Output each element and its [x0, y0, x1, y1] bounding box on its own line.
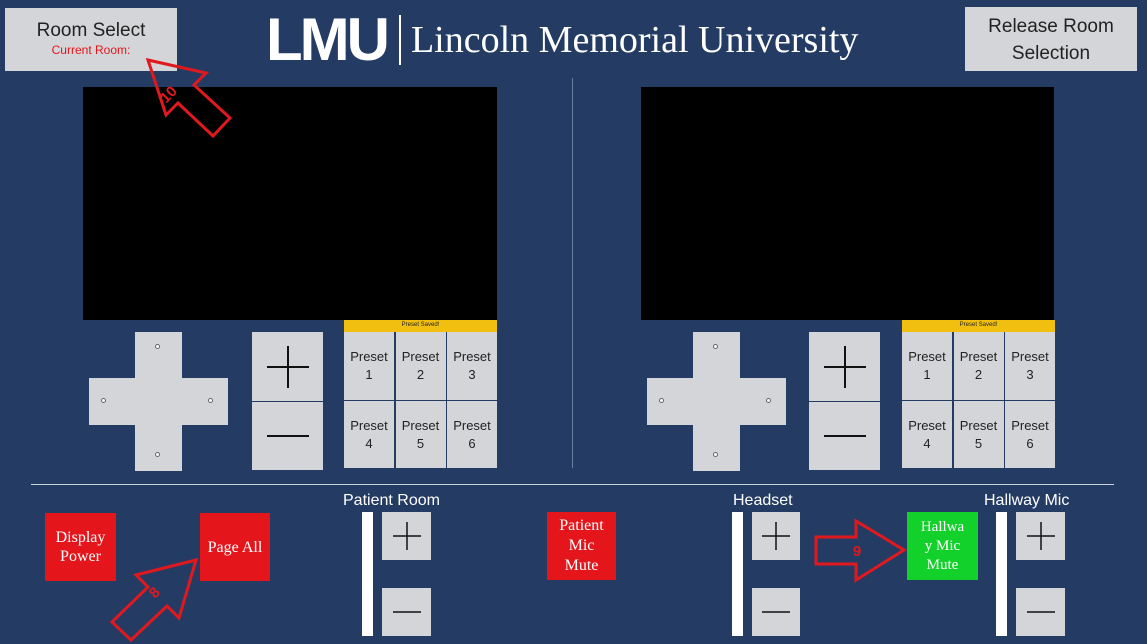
hallway-mic-volume-up-button[interactable] — [1016, 512, 1065, 560]
plus-icon — [1026, 522, 1055, 550]
section-divider — [31, 484, 1114, 485]
hallway-mic-volume-bar — [996, 512, 1007, 636]
right-camera-feed — [641, 87, 1054, 320]
room-select-button[interactable]: Room Select Current Room: — [5, 8, 177, 71]
hallway-mic-volume-down-button[interactable] — [1016, 588, 1065, 636]
right-pan-center — [693, 378, 740, 425]
down-dot-icon — [155, 452, 160, 457]
release-line1: Release Room — [988, 16, 1114, 37]
left-pan-down-button[interactable] — [135, 425, 182, 471]
lmu-logo-name: Lincoln Memorial University — [410, 19, 859, 61]
hallway-mic-mute-button[interactable]: Hallwa y Mic Mute — [907, 512, 978, 580]
patient-room-label: Patient Room — [343, 492, 440, 509]
plus-icon — [762, 522, 790, 550]
right-ptz-dpad — [647, 332, 786, 471]
minus-icon — [823, 435, 866, 437]
headset-volume-bar — [732, 512, 743, 636]
hallway-mic-label: Hallway Mic — [984, 492, 1070, 509]
page-all-button[interactable]: Page All — [200, 513, 270, 581]
display-power-button[interactable]: Display Power — [45, 513, 116, 581]
right-zoom-in-button[interactable] — [809, 332, 880, 401]
patient-room-volume-down-button[interactable] — [382, 588, 431, 636]
left-pan-up-button[interactable] — [135, 332, 182, 378]
current-room-label: Current Room: — [51, 43, 131, 57]
arrow-8-label: 8 — [146, 584, 164, 602]
left-zoom-in-button[interactable] — [252, 332, 323, 401]
plus-icon — [266, 345, 309, 388]
release-room-selection-button[interactable]: Release Room Selection — [965, 7, 1137, 71]
center-divider — [572, 78, 573, 468]
left-zoom-out-button[interactable] — [252, 402, 323, 470]
right-pan-down-button[interactable] — [693, 425, 740, 471]
minus-icon — [392, 611, 421, 613]
headset-label: Headset — [733, 492, 793, 509]
room-select-label: Room Select — [36, 20, 146, 41]
left-preset-status: Preset Saved! — [344, 320, 497, 332]
left-dot-icon — [659, 398, 664, 403]
headset-volume-up-button[interactable] — [752, 512, 800, 560]
patient-mic-mute-button[interactable]: Patient Mic Mute — [547, 512, 616, 580]
arrow-9-label: 9 — [853, 543, 861, 560]
patient-room-volume-bar — [362, 512, 373, 636]
right-dot-icon — [766, 398, 771, 403]
logo-divider — [398, 15, 401, 65]
arrow-9-icon: 9 — [814, 518, 907, 583]
arrow-10-icon: 10 — [145, 57, 233, 139]
right-pan-right-button[interactable] — [740, 378, 786, 425]
up-dot-icon — [155, 344, 160, 349]
left-dot-icon — [101, 398, 106, 403]
arrow-8-icon: 8 — [109, 557, 199, 643]
right-zoom-out-button[interactable] — [809, 402, 880, 470]
right-pan-up-button[interactable] — [693, 332, 740, 378]
down-dot-icon — [713, 452, 718, 457]
right-dot-icon — [208, 398, 213, 403]
plus-icon — [392, 522, 421, 550]
left-pan-center — [135, 378, 182, 425]
minus-icon — [1026, 611, 1055, 613]
up-dot-icon — [713, 344, 718, 349]
headset-volume-down-button[interactable] — [752, 588, 800, 636]
left-camera-feed — [83, 87, 497, 320]
release-line2: Selection — [1011, 43, 1091, 64]
lmu-logo: LMU Lincoln Memorial University — [266, 10, 886, 70]
left-pan-left-button[interactable] — [89, 378, 135, 425]
left-pan-right-button[interactable] — [182, 378, 228, 425]
right-preset-status: Preset Saved! — [902, 320, 1055, 332]
right-pan-left-button[interactable] — [647, 378, 693, 425]
plus-icon — [823, 345, 866, 388]
minus-icon — [266, 435, 309, 437]
lmu-logo-mark: LMU — [266, 6, 390, 73]
patient-room-volume-up-button[interactable] — [382, 512, 431, 560]
left-ptz-dpad — [89, 332, 228, 471]
minus-icon — [762, 611, 790, 613]
